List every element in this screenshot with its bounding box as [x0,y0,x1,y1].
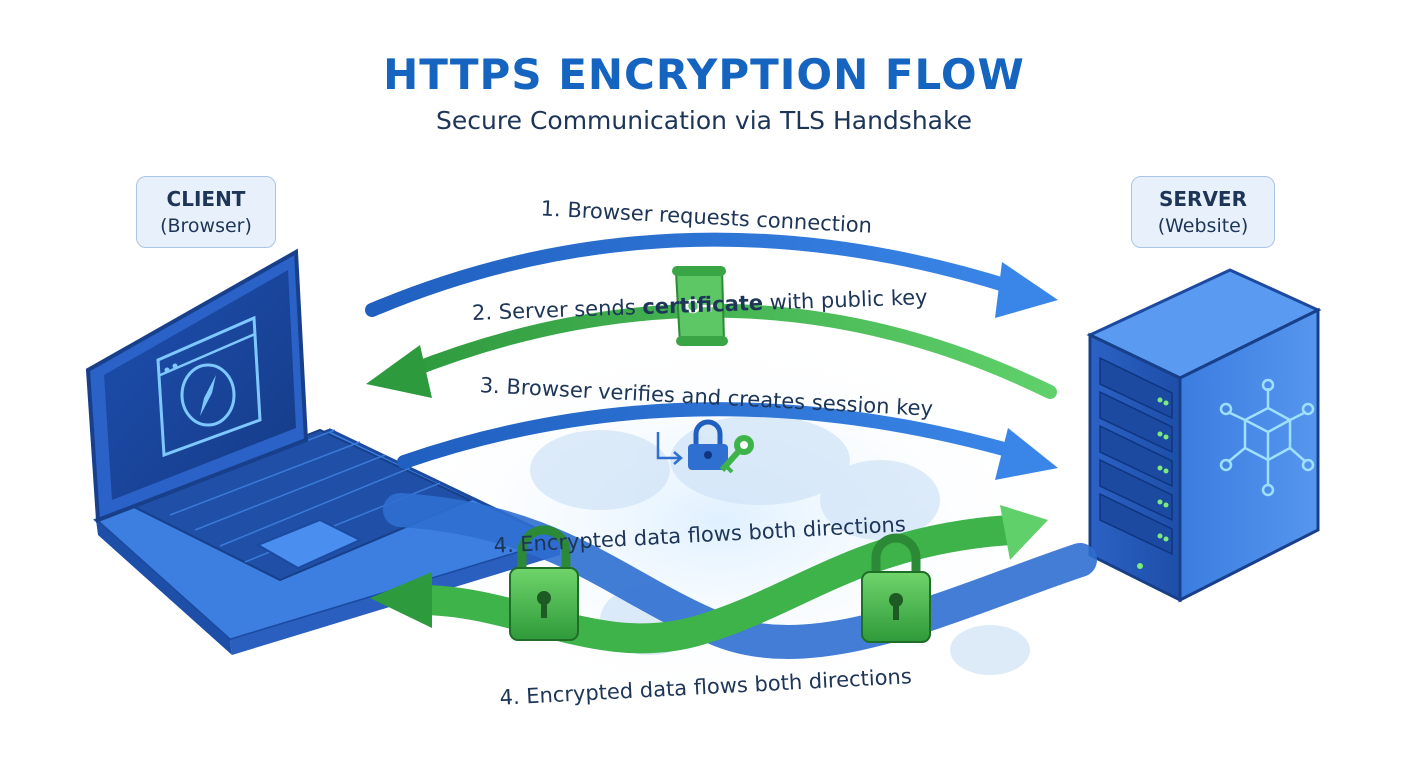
step2-label: 2. Server sends certificate with public … [472,285,928,325]
certificate-scroll-icon [672,266,728,346]
padlock-icon [509,525,579,641]
key-icon [719,435,754,474]
client-label: CLIENT (Browser) [136,176,276,248]
client-laptop [85,248,565,655]
world-map-dots [530,415,1030,675]
diagram-title: HTTPS ENCRYPTION FLOW [383,50,1025,99]
step2-prefix: 2. Server sends [472,295,643,325]
step1-label: 1. Browser requests connection [540,196,872,237]
step2-suffix: with public key [763,285,928,315]
step1-arrow [365,232,1058,318]
padlock-icon [688,419,728,470]
client-name: CLIENT [166,187,246,211]
step2-certificate: certificate [642,291,764,319]
server-name: SERVER [1158,187,1247,211]
client-subtitle: (Browser) [160,215,252,237]
server-tower [1086,268,1322,603]
server-subtitle: (Website) [1157,215,1249,237]
network-cube-icon [1219,378,1315,497]
diagram-subtitle: Secure Communication via TLS Handshake [436,106,972,135]
step2-arrow [366,303,1057,399]
browser-compass-icon [156,315,262,458]
server-label: SERVER (Website) [1131,176,1275,248]
padlock-icon [861,533,931,643]
session-key-icons [656,419,754,474]
step3-arrow [397,402,1058,480]
